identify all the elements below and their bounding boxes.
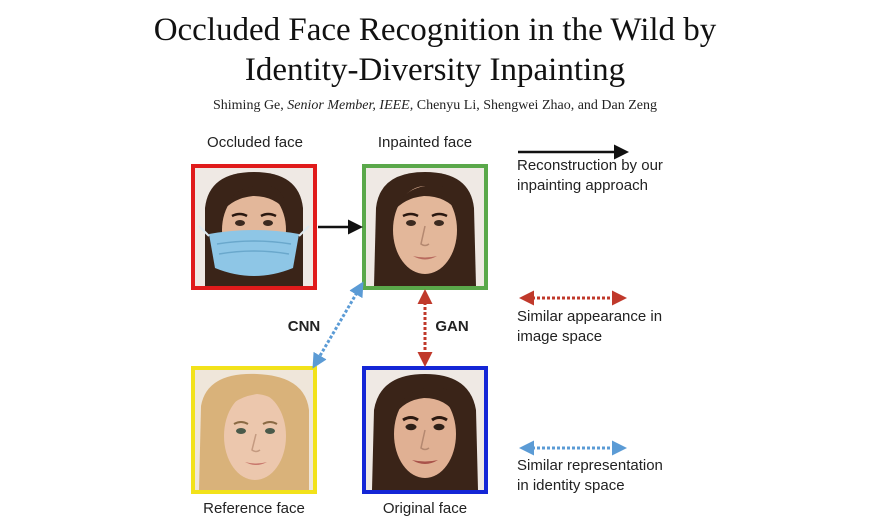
legend-identity-text: Similar representation in identity space bbox=[517, 456, 663, 496]
author-role: Senior Member, IEEE, bbox=[287, 98, 414, 113]
reference-face-label: Reference face bbox=[203, 500, 305, 517]
inpainted-face-graphic bbox=[366, 168, 484, 286]
original-face-graphic bbox=[366, 370, 484, 490]
author-names-2: Chenyu Li, Shengwei Zhao, and Dan Zeng bbox=[413, 98, 658, 113]
reference-face-graphic bbox=[195, 370, 313, 490]
inpainted-face-label: Inpainted face bbox=[377, 134, 473, 151]
legend-appearance-line-1: Similar appearance in bbox=[517, 308, 663, 325]
inpainted-face-image bbox=[362, 164, 488, 290]
legend-identity-line-2: in identity space bbox=[517, 477, 625, 494]
title-line-2: Identity-Diversity Inpainting bbox=[244, 52, 626, 88]
author-list: Shiming Ge, Senior Member, IEEE, Chenyu … bbox=[0, 98, 870, 114]
cnn-identity-arrow bbox=[312, 281, 364, 369]
arrow-layer bbox=[312, 144, 629, 456]
gan-label: GAN bbox=[435, 318, 469, 335]
cnn-label: CNN bbox=[287, 318, 321, 335]
legend-reconstruction-line-1: Reconstruction by our bbox=[517, 157, 663, 174]
legend-identity-line-1: Similar representation bbox=[517, 457, 663, 474]
original-face-label: Original face bbox=[382, 500, 468, 517]
legend-appearance-line-2: image space bbox=[517, 328, 603, 345]
figure: Occluded face Inpainted face bbox=[0, 120, 870, 531]
legend-reconstruction-line-2: inpainting approach bbox=[517, 177, 648, 194]
original-face-image bbox=[362, 366, 488, 494]
occluded-face-graphic bbox=[195, 168, 313, 286]
occluded-face-image bbox=[191, 164, 317, 290]
reference-face-image bbox=[191, 366, 317, 494]
author-names-1: Shiming Ge, bbox=[212, 98, 288, 113]
legend-appearance-text: Similar appearance in image space bbox=[517, 307, 662, 347]
title-line-1: Occluded Face Recognition in the Wild by bbox=[153, 12, 717, 48]
paper-title: Occluded Face Recognition in the Wild by… bbox=[0, 10, 870, 90]
legend-reconstruction-text: Reconstruction by our inpainting approac… bbox=[517, 156, 663, 196]
occluded-face-label: Occluded face bbox=[207, 134, 303, 151]
